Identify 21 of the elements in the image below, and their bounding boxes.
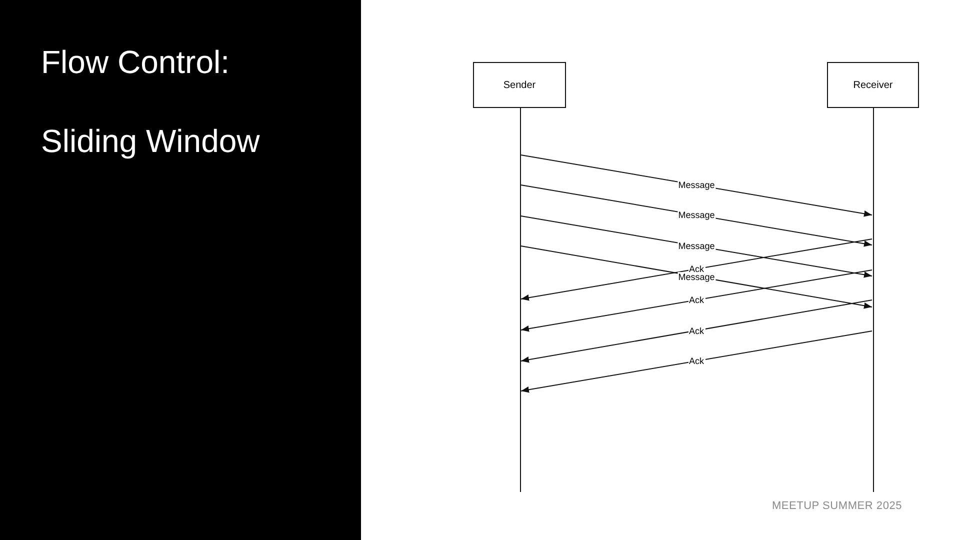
edge-label: Message xyxy=(677,180,716,190)
edge-label: Ack xyxy=(688,326,705,336)
lifeline-bar xyxy=(872,108,874,492)
message-arrow xyxy=(520,270,872,332)
footer-text: MEETUP SUMMER 2025 xyxy=(772,499,902,514)
edge-label: Message xyxy=(677,210,716,220)
message-arrow xyxy=(520,154,872,217)
participant-box: Sender xyxy=(473,62,566,108)
edge-label: Ack xyxy=(688,295,705,305)
participant-box: Receiver xyxy=(827,62,919,108)
message-arrow xyxy=(520,238,872,301)
edge-label: Message xyxy=(677,272,716,282)
message-arrow xyxy=(520,216,872,278)
slide-subtitle: Sliding Window xyxy=(41,122,260,161)
slide-title: Flow Control: xyxy=(41,43,230,82)
message-arrow xyxy=(520,330,872,393)
edge-label: Message xyxy=(677,241,716,251)
message-arrow xyxy=(520,246,872,309)
message-arrow xyxy=(520,300,872,363)
message-arrow xyxy=(520,184,872,247)
edge-label: Ack xyxy=(688,356,705,366)
